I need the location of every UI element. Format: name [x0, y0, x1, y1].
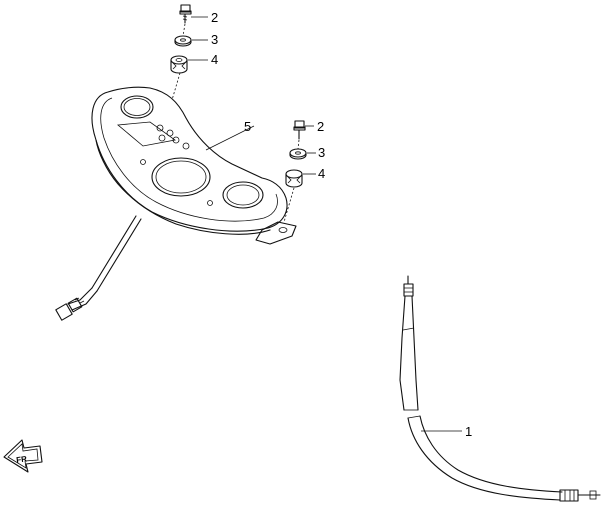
speedometer-cable-part	[399, 275, 601, 502]
washer-top-part	[174, 35, 192, 47]
callout-speedo-cable: 1	[465, 424, 472, 439]
meter-bracket-part	[55, 86, 297, 321]
front-direction-arrow-icon	[3, 439, 43, 473]
bolt-top-part	[179, 4, 192, 24]
bolt-right-part	[293, 120, 306, 140]
callout-bolt-top: 2	[211, 10, 218, 25]
washer-right-part	[289, 148, 307, 160]
callout-grommet-right: 4	[318, 166, 325, 181]
callout-washer-top: 3	[211, 32, 218, 47]
callout-grommet-top: 4	[211, 52, 218, 67]
callout-bolt-right: 2	[317, 119, 324, 134]
grommet-top-part	[170, 55, 188, 74]
callout-washer-right: 3	[318, 145, 325, 160]
callout-bracket: 5	[244, 119, 251, 134]
grommet-right-part	[285, 169, 303, 188]
direction-badge-text: FR	[16, 454, 28, 464]
